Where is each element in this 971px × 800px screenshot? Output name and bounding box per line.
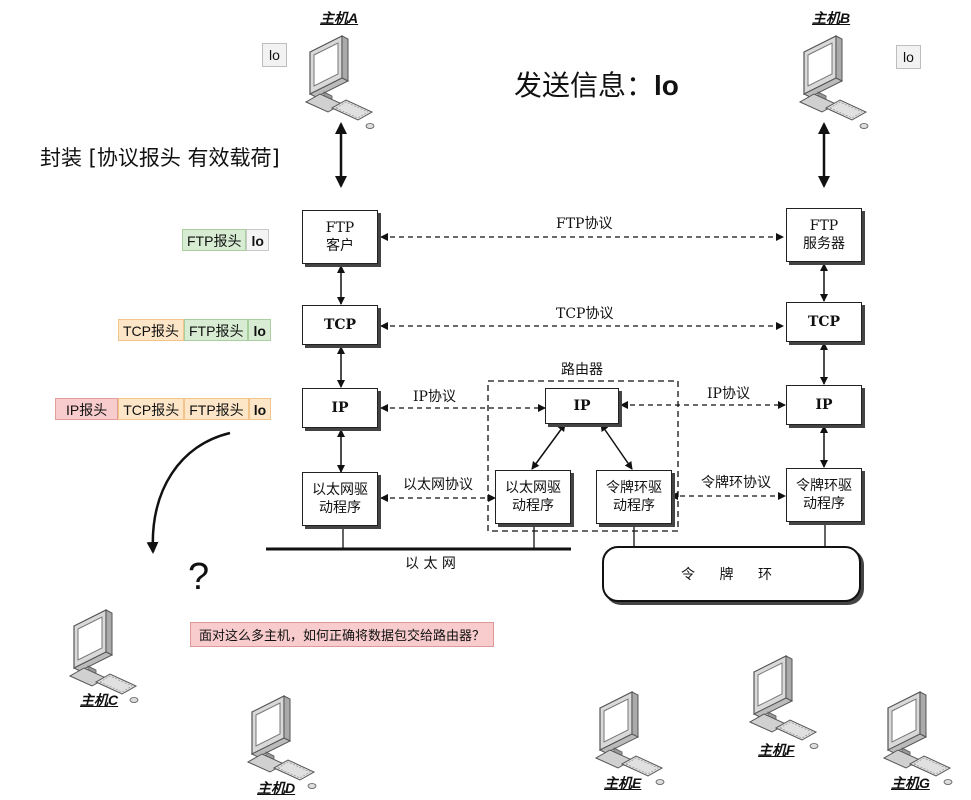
ftp-client-line2: 客户 <box>326 238 354 254</box>
host-b-label: 主机B <box>812 10 851 26</box>
ethernet-protocol-label: 以太网协议 <box>403 477 473 493</box>
computer-icon-e <box>595 691 665 786</box>
tcp-protocol-label: TCP协议 <box>556 306 614 322</box>
host-d-label: 主机D <box>257 780 296 796</box>
question-note: 面对这么多主机，如何正确将数据包交给路由器？ <box>190 622 495 647</box>
router-tr-line2: 动程序 <box>613 498 655 514</box>
curved-arrow <box>146 431 231 554</box>
message-prefix: 发送信息： <box>514 69 655 102</box>
ip-protocol-right-label: IP协议 <box>707 386 750 402</box>
tcp-header-segment: TCP报头 <box>118 319 184 341</box>
computer-icon-b <box>799 35 869 130</box>
tcp-header-segment: TCP报头 <box>118 398 185 420</box>
ip-protocol-left-label: IP协议 <box>413 389 456 405</box>
token-ring-protocol-label: 令牌环协议 <box>701 475 771 491</box>
packet-tcp: TCP报头 FTP报头 lo <box>118 319 271 341</box>
eth-driver-line2: 动程序 <box>319 500 361 516</box>
ftp-server-line2: 服务器 <box>803 236 845 252</box>
ftp-header-segment: FTP报头 <box>184 398 249 420</box>
eth-driver-line1: 以太网驱 <box>312 482 368 498</box>
router-ip-box: IP <box>545 388 619 424</box>
packet-ip: IP报头 TCP报头 FTP报头 lo <box>55 398 272 420</box>
host-g-label: 主机G <box>891 775 930 791</box>
router-token-ring-driver-box: 令牌环驱 动程序 <box>596 470 672 524</box>
encapsulation-caption: 封装 [协议报头 有效载荷] <box>40 146 280 170</box>
host-e-label: 主机E <box>604 775 642 791</box>
router-eth-line1: 以太网驱 <box>505 480 561 496</box>
router-boundary <box>487 380 679 532</box>
host-a-label: 主机A <box>320 10 359 26</box>
ftp-header-segment: FTP报头 <box>184 319 249 341</box>
ftp-client-line1: FTP <box>325 220 355 236</box>
tcp-box-right: TCP <box>786 302 862 342</box>
tr-driver-line1: 令牌环驱 <box>796 478 852 494</box>
router-ethernet-driver-box: 以太网驱 动程序 <box>495 470 571 524</box>
payload-segment: lo <box>248 319 271 341</box>
host-c-label: 主机C <box>80 692 119 708</box>
computer-icon-a <box>305 35 375 130</box>
router-label: 路由器 <box>561 362 603 378</box>
token-ring-driver-box-right: 令牌环驱 动程序 <box>786 468 862 522</box>
ftp-server-line1: FTP <box>809 218 839 234</box>
computer-icon-d <box>247 695 317 790</box>
ftp-header-segment: FTP报头 <box>182 229 247 251</box>
ftp-client-box: FTP 客户 <box>302 210 378 264</box>
router-eth-line2: 动程序 <box>512 498 554 514</box>
packet-ftp: FTP报头 lo <box>182 229 269 251</box>
token-ring: 令 牌 环 <box>602 546 861 602</box>
tr-driver-line2: 动程序 <box>803 496 845 512</box>
tcp-box-left: TCP <box>302 305 378 345</box>
ip-box-left: IP <box>302 388 378 428</box>
payload-segment: lo <box>248 398 272 420</box>
computer-icon-c <box>69 609 139 704</box>
host-b-data-tag: lo <box>896 45 921 69</box>
computer-icon-f <box>749 655 819 750</box>
ftp-server-box: FTP 服务器 <box>786 208 862 262</box>
ethernet-label: 以 太 网 <box>405 556 456 572</box>
computer-icon-g <box>883 691 953 786</box>
router-tr-line1: 令牌环驱 <box>606 480 662 496</box>
ethernet-driver-box-left: 以太网驱 动程序 <box>302 472 378 526</box>
payload-segment: lo <box>246 229 269 251</box>
host-f-label: 主机F <box>758 742 795 758</box>
ip-box-right: IP <box>786 385 862 425</box>
host-a-data-tag: lo <box>262 43 287 67</box>
question-mark: ? <box>188 556 210 598</box>
ip-header-segment: IP报头 <box>55 398 119 420</box>
ftp-protocol-label: FTP协议 <box>556 216 613 232</box>
message-value: lo <box>654 70 679 101</box>
message-title: 发送信息：lo <box>514 64 679 104</box>
